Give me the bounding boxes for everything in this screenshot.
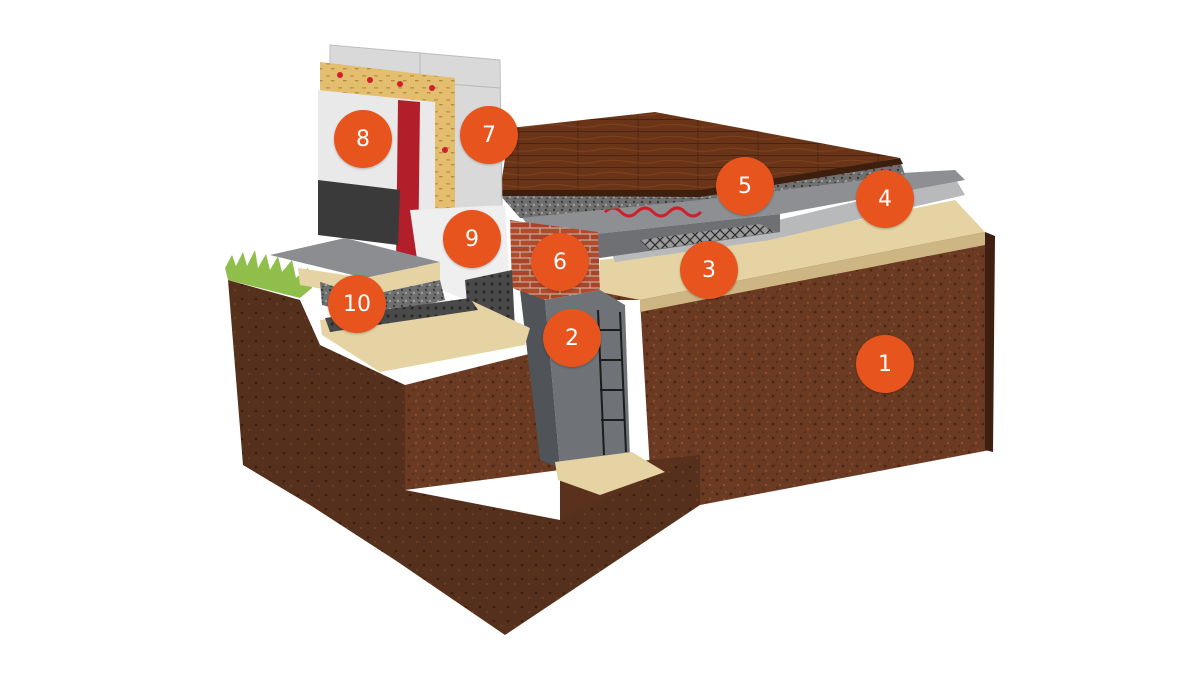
marker-10[interactable]: 10 [328, 275, 386, 333]
soil-front-left [228, 280, 700, 635]
marker-8[interactable]: 8 [334, 110, 392, 168]
underfloor-heating-pipes [603, 206, 703, 218]
soil-front-step [405, 350, 560, 490]
footing-sand-pad [555, 452, 665, 495]
blind-area-paver [270, 238, 440, 278]
marker-2[interactable]: 2 [543, 309, 601, 367]
floor-slab-side [540, 214, 780, 258]
marker-9[interactable]: 9 [443, 210, 501, 268]
wood-floor-top [500, 112, 900, 190]
marker-6[interactable]: 6 [531, 233, 589, 291]
marker-7[interactable]: 7 [460, 106, 518, 164]
marker-4[interactable]: 4 [856, 170, 914, 228]
soil-right-end [985, 232, 995, 452]
marker-1[interactable]: 1 [856, 335, 914, 393]
wood-floor-edge [500, 158, 903, 197]
foundation-wall-side [520, 290, 560, 468]
grass-tuft [225, 250, 312, 298]
wall-red-fasteners [337, 72, 448, 153]
wall-dark-membrane [318, 180, 400, 245]
rebar-mesh [640, 224, 775, 250]
marker-3[interactable]: 3 [680, 241, 738, 299]
marker-5[interactable]: 5 [716, 157, 774, 215]
